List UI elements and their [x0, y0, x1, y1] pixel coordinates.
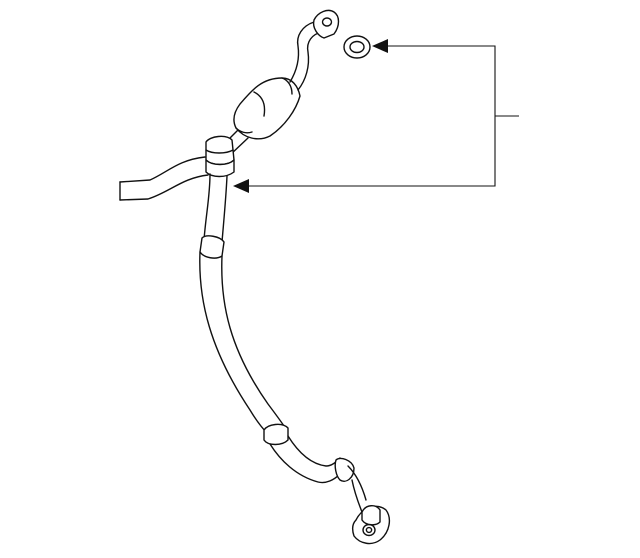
muffler	[233, 77, 301, 140]
arrowhead-hose	[233, 179, 249, 193]
ac-hose-assembly	[199, 173, 367, 513]
upper-fitting-flange	[312, 9, 340, 39]
hose-coupling	[205, 135, 235, 178]
o-ring-seal	[343, 35, 371, 59]
callout-leader	[248, 45, 519, 187]
suction-line-left	[119, 156, 211, 201]
muffler-outlet-tube	[289, 21, 323, 91]
arrowhead-o-ring	[372, 39, 388, 53]
lower-fitting-flange	[351, 505, 391, 545]
